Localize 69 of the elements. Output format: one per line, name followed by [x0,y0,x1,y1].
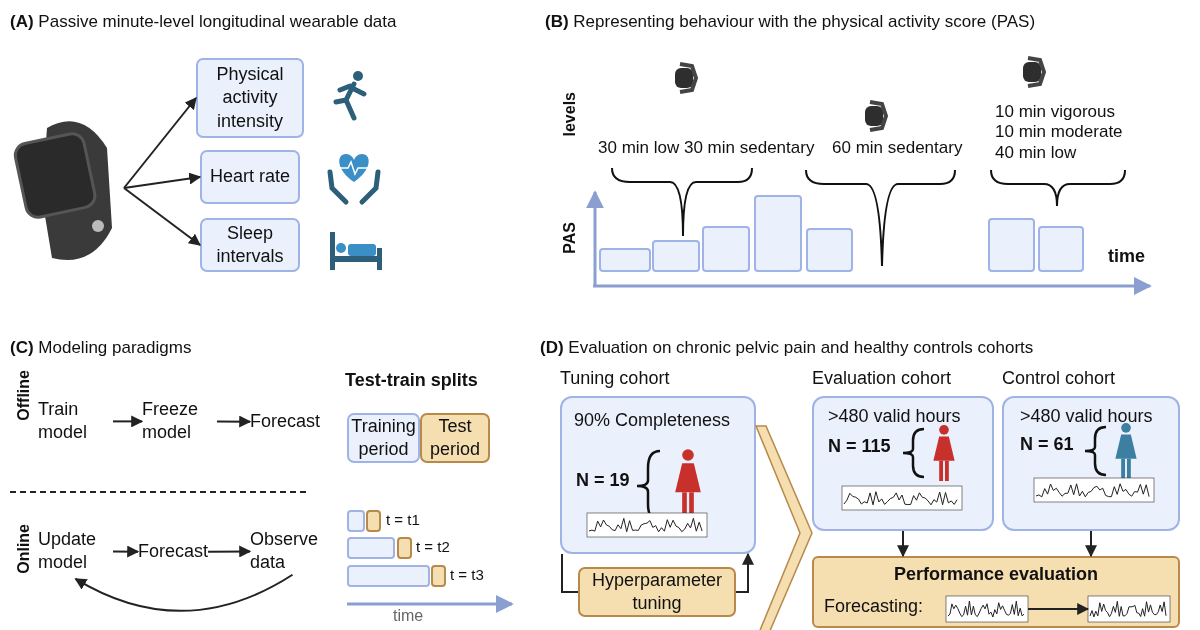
score-bar [702,226,750,272]
arrow [207,545,252,558]
step-time-label: t = t2 [416,538,450,556]
annotation-text: 60 min sedentary [832,138,963,159]
criterion-text: >480 valid hours [1020,406,1153,428]
chevron-arrow [754,425,813,630]
panel-title: Performance evaluation [893,564,1099,584]
panel-heading: (A) Passive minute-level longitudinal wearable data [10,12,397,33]
step-label: Forecast [138,540,209,564]
step-label: Freeze model [142,398,217,445]
sample-size: N = 61 [1020,434,1074,456]
arrow [112,415,144,428]
axis-label: levels [560,92,579,137]
panel-heading: (B) Representing behaviour with the physical activity score (PAS) [545,12,1036,33]
arrow [123,172,202,189]
criterion-text: 90% Completeness [574,410,731,432]
step-label: Forecast [250,410,321,434]
arrow [112,545,140,558]
period-bar [347,537,395,559]
process-box: Hyperparameter tuning [578,567,736,617]
period-bar [431,565,446,587]
signal-drawing [1088,596,1170,622]
sample-size: N = 19 [576,470,630,492]
data-type-box: Physical activity intensity [196,58,304,138]
annotation-text: 30 min low 30 min sedentary [598,138,815,159]
sample-size: N = 115 [828,436,891,458]
score-bar [599,248,651,272]
row-label: Forecasting: [824,596,924,618]
score-bar [1038,226,1084,272]
score-bar [988,218,1035,272]
signal-drawing [946,596,1028,622]
arrow [1085,530,1097,558]
period-bar [347,510,365,532]
step-label: Update model [38,528,113,575]
cohort-heading: Control cohort [1002,368,1116,390]
arrow [735,552,754,593]
period-box: Training period [347,413,420,463]
section-label: Test-train splits [345,370,478,392]
arrow [123,97,197,189]
score-bar [754,195,802,272]
axis-label: time [393,606,424,626]
criterion-text: >480 valid hours [828,406,961,428]
arrow [123,187,201,246]
cohort-heading: Evaluation cohort [812,368,952,390]
axis-label: Offline [14,370,33,421]
period-bar [397,537,412,559]
data-type-box: Heart rate [200,150,300,204]
step-time-label: t = t3 [450,566,484,584]
annotation-text: 10 min vigorous 10 min moderate 40 min low [995,102,1124,164]
arrow [74,573,294,612]
panel-heading: (C) Modeling paradigms [10,338,192,359]
step-label: Train model [38,398,113,445]
step-label: Observe data [250,528,335,575]
panel-heading: (D) Evaluation on chronic pelvic pain and healthy controls cohorts [540,338,1034,359]
score-bar [806,228,853,272]
arrow [897,530,909,558]
axis-label: Online [14,524,33,574]
data-type-box: Sleep intervals [200,218,300,272]
period-box: Test period [420,413,490,463]
cohort-heading: Tuning cohort [560,368,670,390]
connector-line [561,553,579,593]
section-label: time [1108,246,1145,268]
period-bar [366,510,381,532]
period-bar [347,565,430,587]
arrow [1027,603,1090,615]
axis-label: PAS [560,222,579,254]
score-bar [652,240,700,272]
arrow [216,415,252,428]
step-time-label: t = t1 [386,511,420,529]
